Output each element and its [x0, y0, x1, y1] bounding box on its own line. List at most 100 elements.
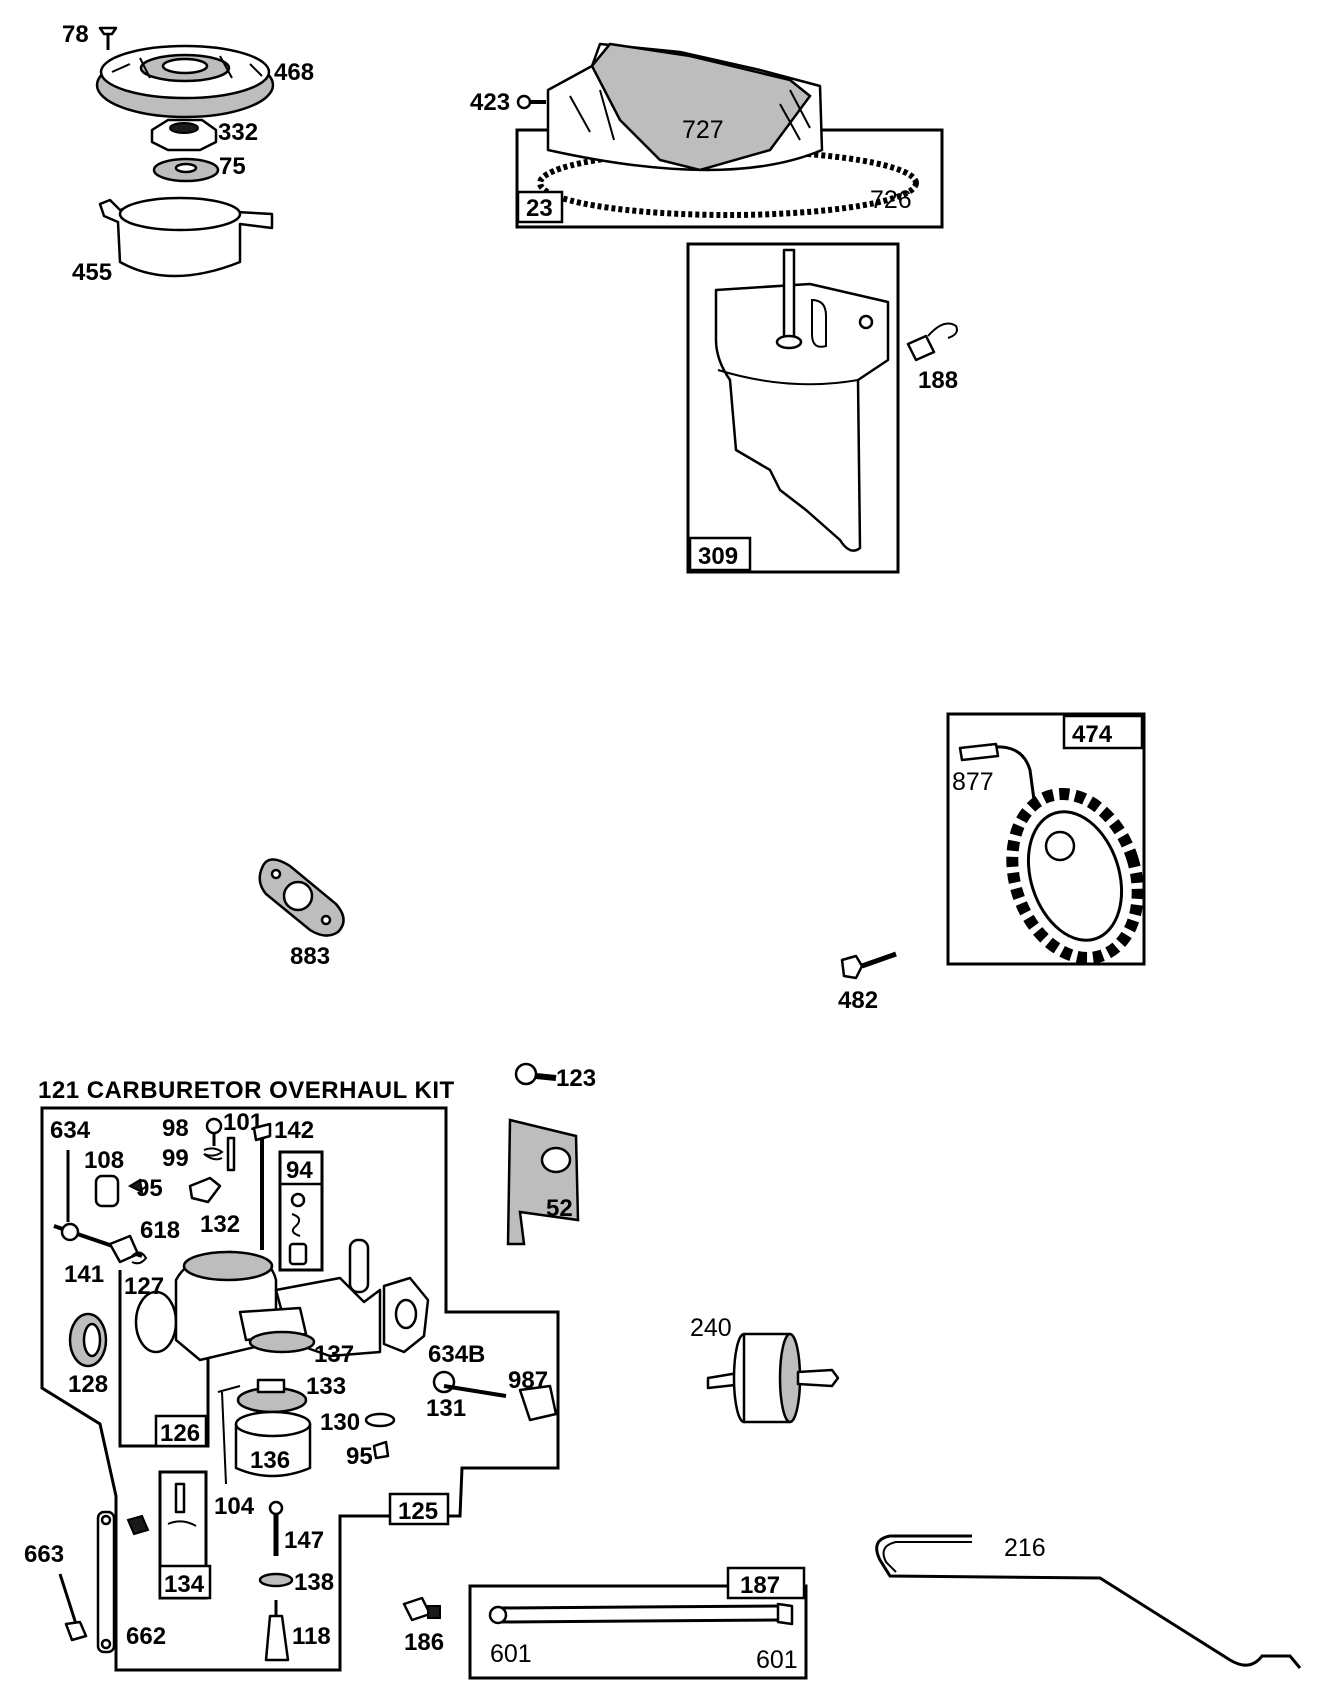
label-634b: 634B — [428, 1341, 485, 1368]
part-118-nozzle — [264, 1600, 290, 1662]
part-94-valve — [288, 1192, 308, 1266]
tag-125 — [388, 1492, 450, 1526]
tag-134 — [158, 1564, 212, 1600]
label-601-right: 601 — [756, 1646, 798, 1674]
label-134: 134 — [164, 1571, 205, 1598]
label-727: 727 — [682, 116, 724, 144]
part-468-rotating-screen — [95, 44, 275, 119]
part-95-upper-arrow — [127, 1178, 144, 1194]
label-601-left: 601 — [490, 1640, 532, 1668]
tag-23 — [516, 190, 564, 224]
part-123-screw — [514, 1062, 557, 1086]
label-118: 118 — [292, 1623, 331, 1650]
label-618: 618 — [140, 1217, 180, 1244]
label-108: 108 — [84, 1147, 124, 1174]
part-108-gasket — [94, 1174, 120, 1208]
part-78-screw — [98, 26, 118, 50]
tag-309 — [688, 536, 752, 572]
label-95-lower: 95 — [346, 1443, 373, 1470]
part-332-nut — [150, 118, 218, 152]
label-128: 128 — [68, 1371, 108, 1398]
label-332: 332 — [218, 119, 258, 146]
label-127: 127 — [124, 1273, 164, 1300]
tag-474 — [1062, 714, 1144, 750]
part-142-needle — [252, 1122, 272, 1250]
part-95-lower — [372, 1440, 390, 1460]
label-186: 186 — [404, 1629, 444, 1656]
part-186-clamp — [402, 1596, 441, 1622]
part-138-washer — [258, 1572, 294, 1588]
label-98: 98 — [162, 1115, 189, 1142]
label-94: 94 — [286, 1157, 313, 1184]
part-99-spring — [203, 1147, 224, 1161]
part-618-spring — [131, 1251, 148, 1265]
label-125: 125 — [398, 1498, 438, 1525]
label-726: 726 — [870, 186, 912, 214]
label-133: 133 — [306, 1373, 346, 1400]
part-309-short-block — [714, 248, 890, 552]
label-662: 662 — [126, 1623, 166, 1650]
label-137: 137 — [314, 1341, 354, 1368]
part-141-choke-shaft — [53, 1222, 143, 1264]
label-423: 423 — [470, 89, 510, 116]
label-474: 474 — [1072, 721, 1113, 748]
part-131-throttle-shaft — [432, 1370, 558, 1422]
part-726-flywheel — [537, 42, 919, 218]
box-94 — [278, 1150, 324, 1272]
label-52: 52 — [546, 1195, 573, 1222]
label-104: 104 — [214, 1493, 255, 1520]
part-133-float — [217, 1378, 308, 1414]
part-474-armature — [958, 742, 1144, 965]
part-52-gasket — [506, 1118, 580, 1246]
box-armature — [946, 712, 1146, 966]
label-142: 142 — [274, 1117, 314, 1144]
label-141: 141 — [64, 1261, 104, 1288]
label-468: 468 — [274, 59, 314, 86]
label-240: 240 — [690, 1314, 732, 1342]
part-423-screw — [516, 94, 546, 110]
box-short-block — [686, 242, 900, 574]
part-132-throttle-shaft — [188, 1176, 222, 1204]
label-309: 309 — [698, 543, 738, 570]
label-877: 877 — [952, 768, 994, 796]
part-101-spring — [226, 1136, 236, 1172]
part-883-gasket — [258, 858, 345, 937]
label-138: 138 — [294, 1569, 334, 1596]
label-75: 75 — [219, 153, 246, 180]
label-131: 131 — [426, 1395, 466, 1422]
label-123: 123 — [556, 1065, 596, 1092]
part-104-pin — [221, 1391, 227, 1485]
label-78: 78 — [62, 21, 89, 48]
label-130: 130 — [320, 1409, 360, 1436]
part-98-screw — [205, 1117, 223, 1146]
part-75-washer — [152, 157, 220, 183]
label-147: 147 — [284, 1527, 324, 1554]
part-662-governor-link — [96, 1510, 116, 1654]
label-136: 136 — [250, 1447, 290, 1474]
part-188-plug — [906, 322, 958, 362]
label-663: 663 — [24, 1541, 64, 1568]
part-216-governor-link — [875, 1534, 1302, 1669]
label-187: 187 — [740, 1572, 780, 1599]
part-136-float-bowl — [234, 1410, 312, 1478]
label-126: 126 — [160, 1420, 200, 1447]
label-99: 99 — [162, 1145, 189, 1172]
part-187-fuel-line — [488, 1602, 794, 1626]
label-188: 188 — [918, 367, 958, 394]
part-455-starter-cup — [98, 196, 274, 278]
label-23: 23 — [526, 195, 553, 222]
label-634: 634 — [50, 1117, 91, 1144]
box-fuel-line — [468, 1584, 808, 1680]
part-130-washer — [364, 1412, 396, 1428]
part-147-screw — [268, 1500, 284, 1556]
label-216: 216 — [1004, 1534, 1046, 1562]
part-carburetor-body — [134, 1238, 430, 1362]
part-128-float-bowl-gasket — [68, 1312, 108, 1368]
kit-title: 121 CARBURETOR OVERHAUL KIT — [38, 1077, 455, 1104]
tag-126 — [154, 1414, 208, 1448]
part-482-screw — [840, 951, 897, 980]
label-883: 883 — [290, 943, 330, 970]
part-240-fuel-filter — [706, 1332, 840, 1424]
label-132: 132 — [200, 1211, 240, 1238]
